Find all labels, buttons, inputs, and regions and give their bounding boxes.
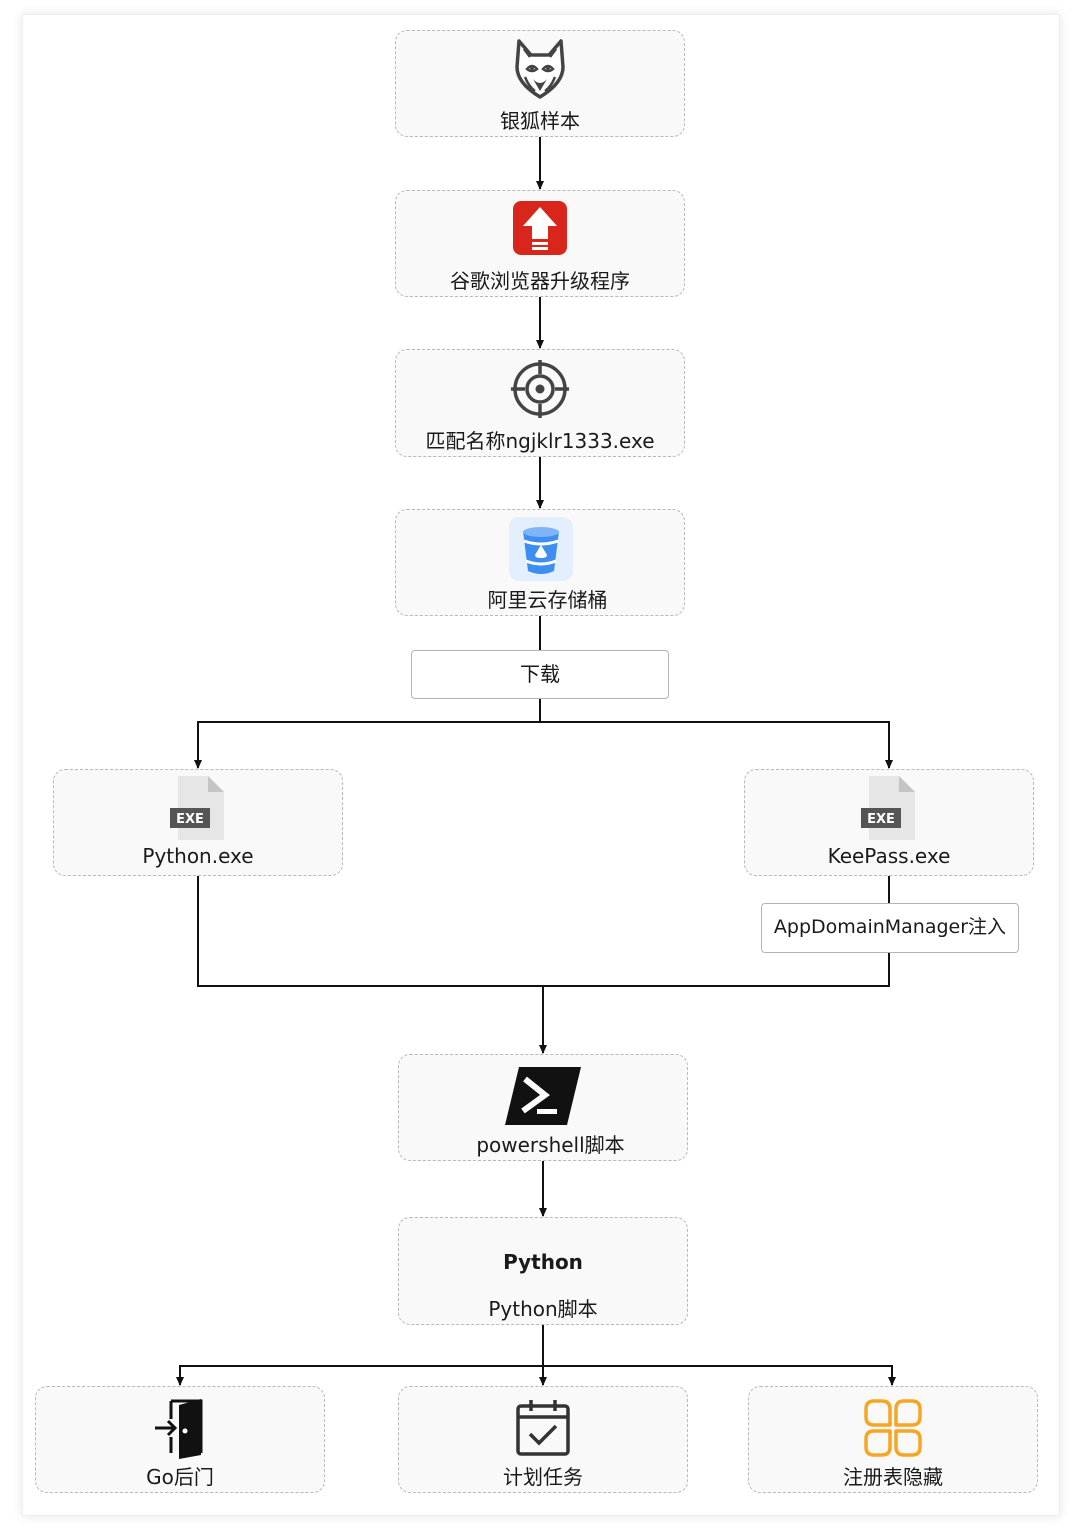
exe-badge: EXE bbox=[867, 812, 895, 827]
node-label: 匹配名称ngjklr1333.exe bbox=[425, 429, 655, 453]
node-python-script[interactable]: Python Python脚本 bbox=[398, 1217, 688, 1325]
powershell-icon bbox=[505, 1067, 581, 1125]
edge-label-download: 下载 bbox=[411, 650, 669, 699]
node-python-exe[interactable]: EXE Python.exe bbox=[53, 769, 343, 876]
arrow-python-to-registry bbox=[543, 1365, 896, 1386]
node-label: 谷歌浏览器升级程序 bbox=[450, 269, 630, 293]
arrow-python-to-go bbox=[176, 1365, 543, 1386]
node-label: 银狐样本 bbox=[500, 109, 580, 133]
registry-icon bbox=[864, 1399, 922, 1457]
node-chrome-updater[interactable]: 谷歌浏览器升级程序 bbox=[395, 190, 685, 297]
exe-file-icon: EXE bbox=[861, 776, 917, 840]
node-label: Python.exe bbox=[142, 844, 254, 868]
exe-badge: EXE bbox=[176, 812, 204, 827]
bucket-icon bbox=[509, 517, 573, 581]
node-label: Go后门 bbox=[146, 1465, 214, 1489]
python-logo-text: Python bbox=[503, 1250, 583, 1274]
node-powershell[interactable]: powershell脚本 bbox=[398, 1054, 688, 1161]
node-label: powershell脚本 bbox=[476, 1133, 625, 1157]
calendar-check-icon bbox=[516, 1399, 570, 1457]
node-go-backdoor[interactable]: Go后门 bbox=[35, 1386, 325, 1493]
fox-icon bbox=[511, 37, 569, 101]
node-label: 计划任务 bbox=[503, 1465, 583, 1489]
arrow-split-to-python-exe bbox=[194, 721, 540, 769]
node-label: 注册表隐藏 bbox=[843, 1465, 943, 1489]
node-scheduled-task[interactable]: 计划任务 bbox=[398, 1386, 688, 1493]
node-keepass-exe[interactable]: EXE KeePass.exe bbox=[744, 769, 1034, 876]
edge-label-appdomain: AppDomainManager注入 bbox=[761, 903, 1019, 953]
node-label: Python脚本 bbox=[488, 1297, 598, 1321]
node-label: KeePass.exe bbox=[827, 844, 951, 868]
target-icon bbox=[511, 360, 569, 418]
node-aliyun-bucket[interactable]: 阿里云存储桶 bbox=[395, 509, 685, 616]
node-silver-fox[interactable]: 银狐样本 bbox=[395, 30, 685, 137]
arrow-split-to-keepass-exe bbox=[540, 721, 893, 769]
door-icon bbox=[155, 1397, 205, 1459]
node-label: 阿里云存储桶 bbox=[487, 588, 608, 612]
exe-file-icon: EXE bbox=[170, 776, 226, 840]
node-match-name[interactable]: 匹配名称ngjklr1333.exe bbox=[395, 349, 685, 457]
node-registry-hide[interactable]: 注册表隐藏 bbox=[748, 1386, 1038, 1493]
upload-arrow-icon bbox=[513, 201, 567, 255]
